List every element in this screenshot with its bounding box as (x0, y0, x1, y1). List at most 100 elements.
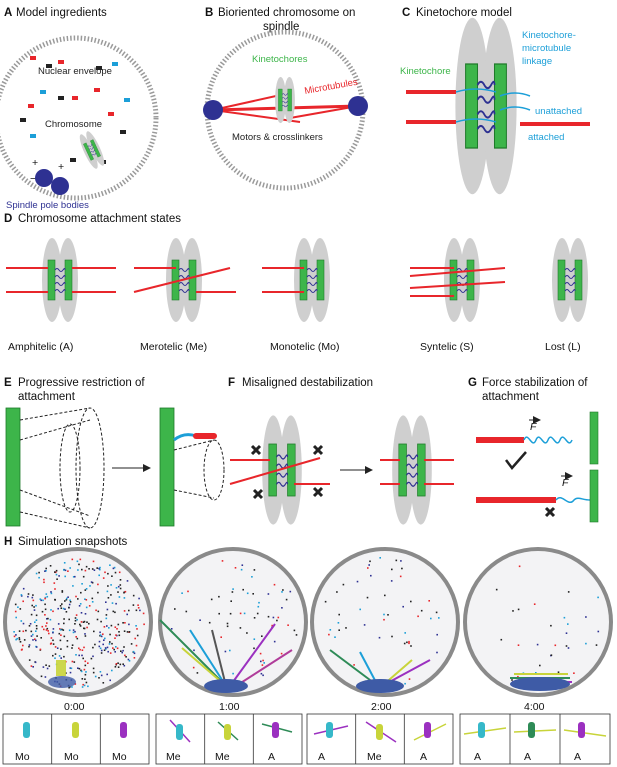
panel-g: G Force stabilization of attachment F F (468, 377, 599, 523)
time-label-1: 1:00 (219, 701, 240, 713)
panel-e: E Progressive restriction of attachment (4, 377, 225, 529)
state-label-monotelic: Monotelic (Mo) (270, 341, 339, 353)
kinetochore-model-icon (454, 16, 518, 196)
minus-sign: − (30, 173, 36, 185)
linkage-label-1: Kinetochore- (522, 30, 576, 41)
zoom-state-6: A (318, 751, 325, 763)
zoom-state-2: Mo (112, 751, 127, 763)
kinetochore-plate-left (5, 407, 21, 527)
panel-g-letter: G (468, 377, 477, 389)
panel-c: C Kinetochore model Kinetochore Kinetoch… (400, 7, 590, 196)
snapshot-2 (310, 547, 460, 697)
svg-text:G: G (468, 377, 477, 389)
panel-f-title: Misaligned destabilization (242, 377, 373, 389)
state-lost (551, 237, 589, 323)
svg-text:E: E (4, 377, 12, 389)
spb-right-icon (348, 96, 368, 116)
panel-h: H Simulation snapshots (2, 536, 613, 765)
spb-label: Spindle pole bodies (6, 200, 89, 211)
microtubules-label: Microtubules (304, 77, 359, 97)
unattached-label: unattached (535, 106, 582, 117)
panel-h-letter: H (4, 536, 12, 548)
chromosome-icon (76, 129, 108, 171)
panel-g-title-1: Force stabilization of (482, 377, 588, 389)
panel-g-title-2: attachment (482, 391, 540, 403)
zoom-state-8: A (420, 751, 427, 763)
spb-left-icon (203, 100, 223, 120)
panel-b-letter: B (205, 7, 213, 19)
snapshot-3-proteins (495, 565, 600, 681)
force-label-1: F (530, 421, 537, 433)
linkage-label-2: microtubule (522, 43, 571, 54)
zoom-state-11: A (574, 751, 581, 763)
snapshot-1 (158, 547, 308, 697)
zoom-state-10: A (524, 751, 531, 763)
state-label-syntelic: Syntelic (S) (420, 341, 474, 353)
snapshot-0 (3, 547, 153, 697)
state-monotelic (262, 237, 331, 323)
panel-e-title-2: attachment (18, 391, 76, 403)
svg-text:F: F (228, 377, 235, 389)
state-label-amphitelic: Amphitelic (A) (8, 341, 73, 353)
panel-e-letter: E (4, 377, 12, 389)
zoom-state-9: A (474, 751, 481, 763)
zoom-chromosome-icons (23, 719, 607, 743)
destabilize-x-icons (250, 444, 324, 500)
panel-b: B Bioriented chromosome on spindle Kinet… (203, 7, 368, 191)
nuclear-envelope-circle (0, 35, 159, 201)
panel-f-letter: F (228, 377, 235, 389)
motors-label: Motors & crosslinkers (232, 132, 323, 143)
panel-h-title: Simulation snapshots (18, 536, 128, 548)
plus-sign-2: + (58, 161, 64, 173)
zoom-state-4: Me (215, 751, 230, 763)
svg-text:H: H (4, 536, 12, 548)
chromosome-label: Chromosome (45, 119, 102, 130)
svg-text:D: D (4, 213, 12, 225)
snapshot-1-proteins (170, 560, 298, 683)
nuclear-envelope-label: Nuclear envelope (38, 66, 112, 77)
zoom-state-0: Mo (15, 751, 30, 763)
motor-proteins-red (28, 56, 114, 116)
panel-c-title: Kinetochore model (416, 7, 512, 19)
check-icon (505, 451, 527, 470)
zoom-state-1: Mo (64, 751, 79, 763)
kinetochores-label: Kinetochores (252, 54, 308, 65)
zoom-state-5: A (268, 751, 275, 763)
panel-a-letter: A (4, 7, 12, 19)
svg-text:B: B (205, 7, 213, 19)
time-label-3: 4:00 (524, 701, 545, 713)
time-label-0: 0:00 (64, 701, 85, 713)
panel-c-letter: C (402, 7, 410, 19)
panel-e-title-1: Progressive restriction of (18, 377, 145, 389)
zoom-state-7: Me (367, 751, 382, 763)
kinetochore-plate-no-tension (589, 469, 599, 523)
kinetochore-plate-tension (589, 411, 599, 465)
panel-a-title: Model ingredients (16, 7, 107, 19)
state-label-lost: Lost (L) (545, 341, 581, 353)
panel-d: D Chromosome attachment states (4, 213, 589, 353)
unstable-x-icon (544, 506, 556, 518)
spb-icon-1 (35, 169, 53, 187)
panel-d-letter: D (4, 213, 12, 225)
linkage-label-3: linkage (522, 56, 552, 67)
force-label-2: F (562, 477, 569, 489)
panel-d-title: Chromosome attachment states (18, 213, 181, 225)
state-label-merotelic: Merotelic (Me) (140, 341, 207, 353)
aligned-chromosome-icon (391, 414, 433, 526)
attachment-cone-narrow (173, 439, 225, 501)
kinetochore-plate-right (159, 407, 175, 527)
spb-icon-2 (51, 177, 69, 195)
state-syntelic (409, 237, 506, 323)
kinetochore-label: Kinetochore (400, 66, 451, 77)
snapshot-3 (463, 547, 613, 697)
panel-a: A Model ingredients Nuclear envelope Chr… (0, 7, 159, 211)
panel-f: F Misaligned destabilization (228, 377, 454, 526)
attached-label: attached (528, 132, 564, 143)
bioriented-chromosome-icon (274, 76, 296, 124)
zoom-state-3: Me (166, 751, 181, 763)
panel-b-title-1: Bioriented chromosome on (218, 7, 355, 19)
time-label-2: 2:00 (371, 701, 392, 713)
snapshot-2-proteins (324, 557, 440, 685)
state-merotelic (133, 237, 236, 323)
